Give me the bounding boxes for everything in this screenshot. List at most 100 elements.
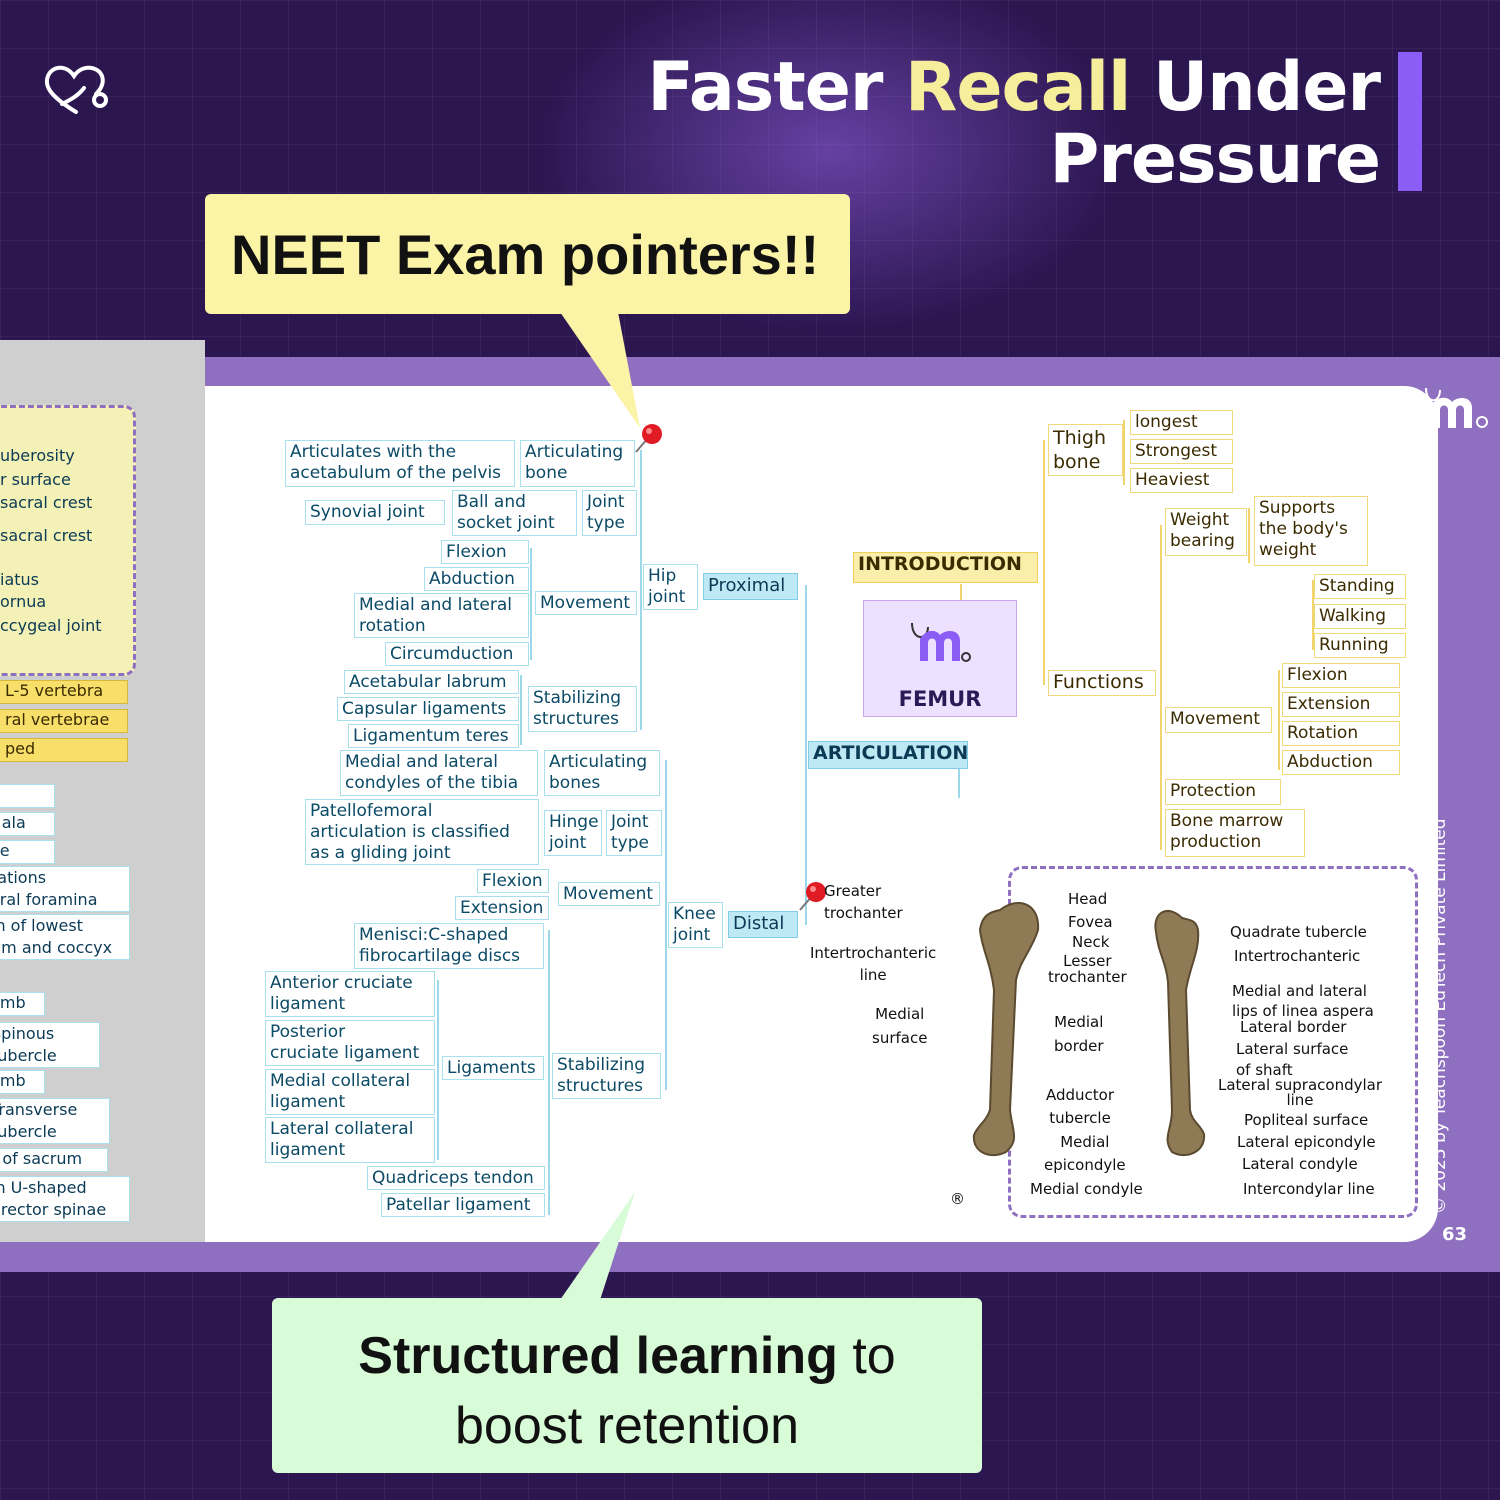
label-intertrochanteric: Intertrochanteric (1234, 947, 1361, 965)
label-lateral-condyle: Lateral condyle (1242, 1155, 1358, 1173)
hip-joint: Hip joint (643, 564, 698, 610)
femur-bone-illustration (972, 901, 1206, 1157)
left-text: iatus (0, 570, 39, 589)
menisci: Menisci:C-shaped fibrocartilage discs (354, 923, 544, 969)
label-intertrochanteric-line: Intertrochanteric line (810, 944, 937, 984)
capsular-ligaments: Capsular ligaments (337, 697, 519, 721)
hip-movement: Movement (535, 591, 637, 615)
knee-joint-type: Joint type (606, 810, 662, 856)
bone-marrow: Bone marrow production (1165, 809, 1305, 857)
functions: Functions (1048, 670, 1156, 696)
protection: Protection (1165, 779, 1281, 805)
introduction-branch: INTRODUCTION (853, 552, 1038, 583)
label-lateral-supracondylar: Lateral supracondylar line (1218, 1076, 1383, 1109)
hip-circumduction: Circumduction (385, 642, 529, 666)
label-head: Head (1068, 890, 1108, 908)
intro-connector (1160, 525, 1162, 850)
label-lesser-trochanter: Lesser trochanter (1048, 952, 1127, 986)
longest: longest (1130, 410, 1233, 435)
callout-bottom-bold: Structured learning (358, 1327, 838, 1385)
left-text: sacral crest (0, 526, 93, 545)
label-medial-condyle: Medial condyle (1030, 1180, 1143, 1198)
label-linea-aspera: Medial and lateral lips of linea aspera (1232, 982, 1374, 1020)
hip-flexion: Flexion (441, 540, 529, 564)
label-neck: Neck (1072, 933, 1110, 951)
knee-ligaments: Ligaments (442, 1056, 544, 1080)
function-extension: Extension (1282, 692, 1400, 717)
left-yellow-row: ral vertebrae (0, 709, 128, 733)
label-greater-trochanter: Greater trochanter (824, 882, 903, 922)
connector-line (805, 585, 807, 925)
left-note-box (0, 405, 136, 676)
femur-title: FEMUR (898, 687, 982, 711)
pushpin-icon (799, 882, 826, 911)
supports-weight: Supports the body's weight (1254, 496, 1368, 566)
title-highlight: Recall (905, 48, 1131, 127)
intro-connector (960, 584, 962, 602)
articulation-branch: ARTICULATION (808, 741, 968, 769)
knee-flexion: Flexion (477, 869, 549, 893)
hip-abduction: Abduction (424, 567, 529, 591)
label-lateral-border: Lateral border (1240, 1018, 1347, 1036)
hinge-joint: Hinge joint (544, 810, 602, 856)
label-popliteal: Popliteal surface (1244, 1111, 1369, 1129)
function-flexion: Flexion (1282, 663, 1400, 688)
left-cyan-row: tationscral foramina (0, 866, 130, 912)
tibia-condyles: Medial and lateral condyles of the tibia (340, 750, 538, 796)
synovial-joint: Synovial joint (305, 500, 445, 525)
hip-stabilizing-structures: Stabilizing structures (528, 686, 637, 732)
connector-line (548, 930, 550, 1215)
quadriceps-tendon: Quadriceps tendon (367, 1166, 545, 1190)
patellar-ligament: Patellar ligament (381, 1193, 545, 1217)
connector-line (437, 980, 439, 1160)
left-text: ccygeal joint (0, 616, 102, 635)
function-abduction: Abduction (1282, 750, 1400, 775)
left-cyan-row: Transversetubercle (0, 1098, 110, 1144)
knee-articulating-bones: Articulating bones (544, 750, 660, 796)
callout-bottom-line2: boost retention (454, 1397, 800, 1455)
knee-stabilizing-structures: Stabilizing structures (552, 1053, 661, 1099)
knee-extension: Extension (455, 896, 549, 920)
intro-connector (1312, 580, 1314, 650)
label-lateral-surface: Lateral surface of shaft (1236, 1040, 1349, 1079)
left-cyan-row: limb (0, 1070, 45, 1094)
label-fovea: Fovea (1068, 913, 1113, 931)
knee-joint: Knee joint (668, 902, 723, 948)
left-text: uberosity (0, 446, 75, 465)
left-cyan-row (0, 784, 55, 808)
distal-branch: Distal (728, 911, 798, 938)
knee-movement: Movement (558, 882, 660, 906)
copyright-text: © 2025 by Teachspoon EdTech Private Limi… (1430, 818, 1500, 1214)
strongest: Strongest (1130, 439, 1233, 464)
label-lateral-epicondyle: Lateral epicondyle (1237, 1133, 1376, 1151)
left-cyan-row: t of sacrum (0, 1148, 108, 1172)
acl: Anterior cruciate ligament (265, 971, 435, 1017)
title-accent-bar (1398, 52, 1422, 191)
hip-articulating-bone: Articulating bone (520, 440, 635, 487)
hip-joint-type: Joint type (582, 490, 637, 536)
pushpin-icon (635, 424, 662, 453)
thigh-bone: Thigh bone (1048, 424, 1123, 476)
left-text: sacral crest (0, 493, 93, 512)
walking: Walking (1314, 604, 1406, 629)
registered-mark: ® (950, 1190, 965, 1208)
pcl: Posterior cruciate ligament (265, 1020, 435, 1066)
proximal-branch: Proximal (703, 573, 798, 600)
heaviest: Heaviest (1130, 468, 1233, 493)
connector-line (665, 760, 667, 1090)
lcl: Lateral collateral ligament (265, 1117, 435, 1163)
label-intercondylar: Intercondylar line (1243, 1180, 1375, 1198)
weight-bearing: Weight bearing (1165, 508, 1247, 556)
connector-line (958, 768, 960, 798)
label-medial-surface: Medial surface (872, 1005, 928, 1047)
hip-articulates-with: Articulates with the acetabulum of the p… (285, 440, 515, 487)
label-quadrate-tubercle: Quadrate tubercle (1230, 923, 1367, 941)
label-medial-border: Medial border (1054, 1013, 1104, 1055)
center-node: FEMUR (863, 600, 1017, 717)
function-movement: Movement (1165, 707, 1272, 733)
page-number: 63 (1442, 1224, 1468, 1245)
exam-pointers-callout: NEET Exam pointers!! (205, 194, 850, 314)
left-cyan-row: Spinoustubercle (0, 1022, 100, 1068)
